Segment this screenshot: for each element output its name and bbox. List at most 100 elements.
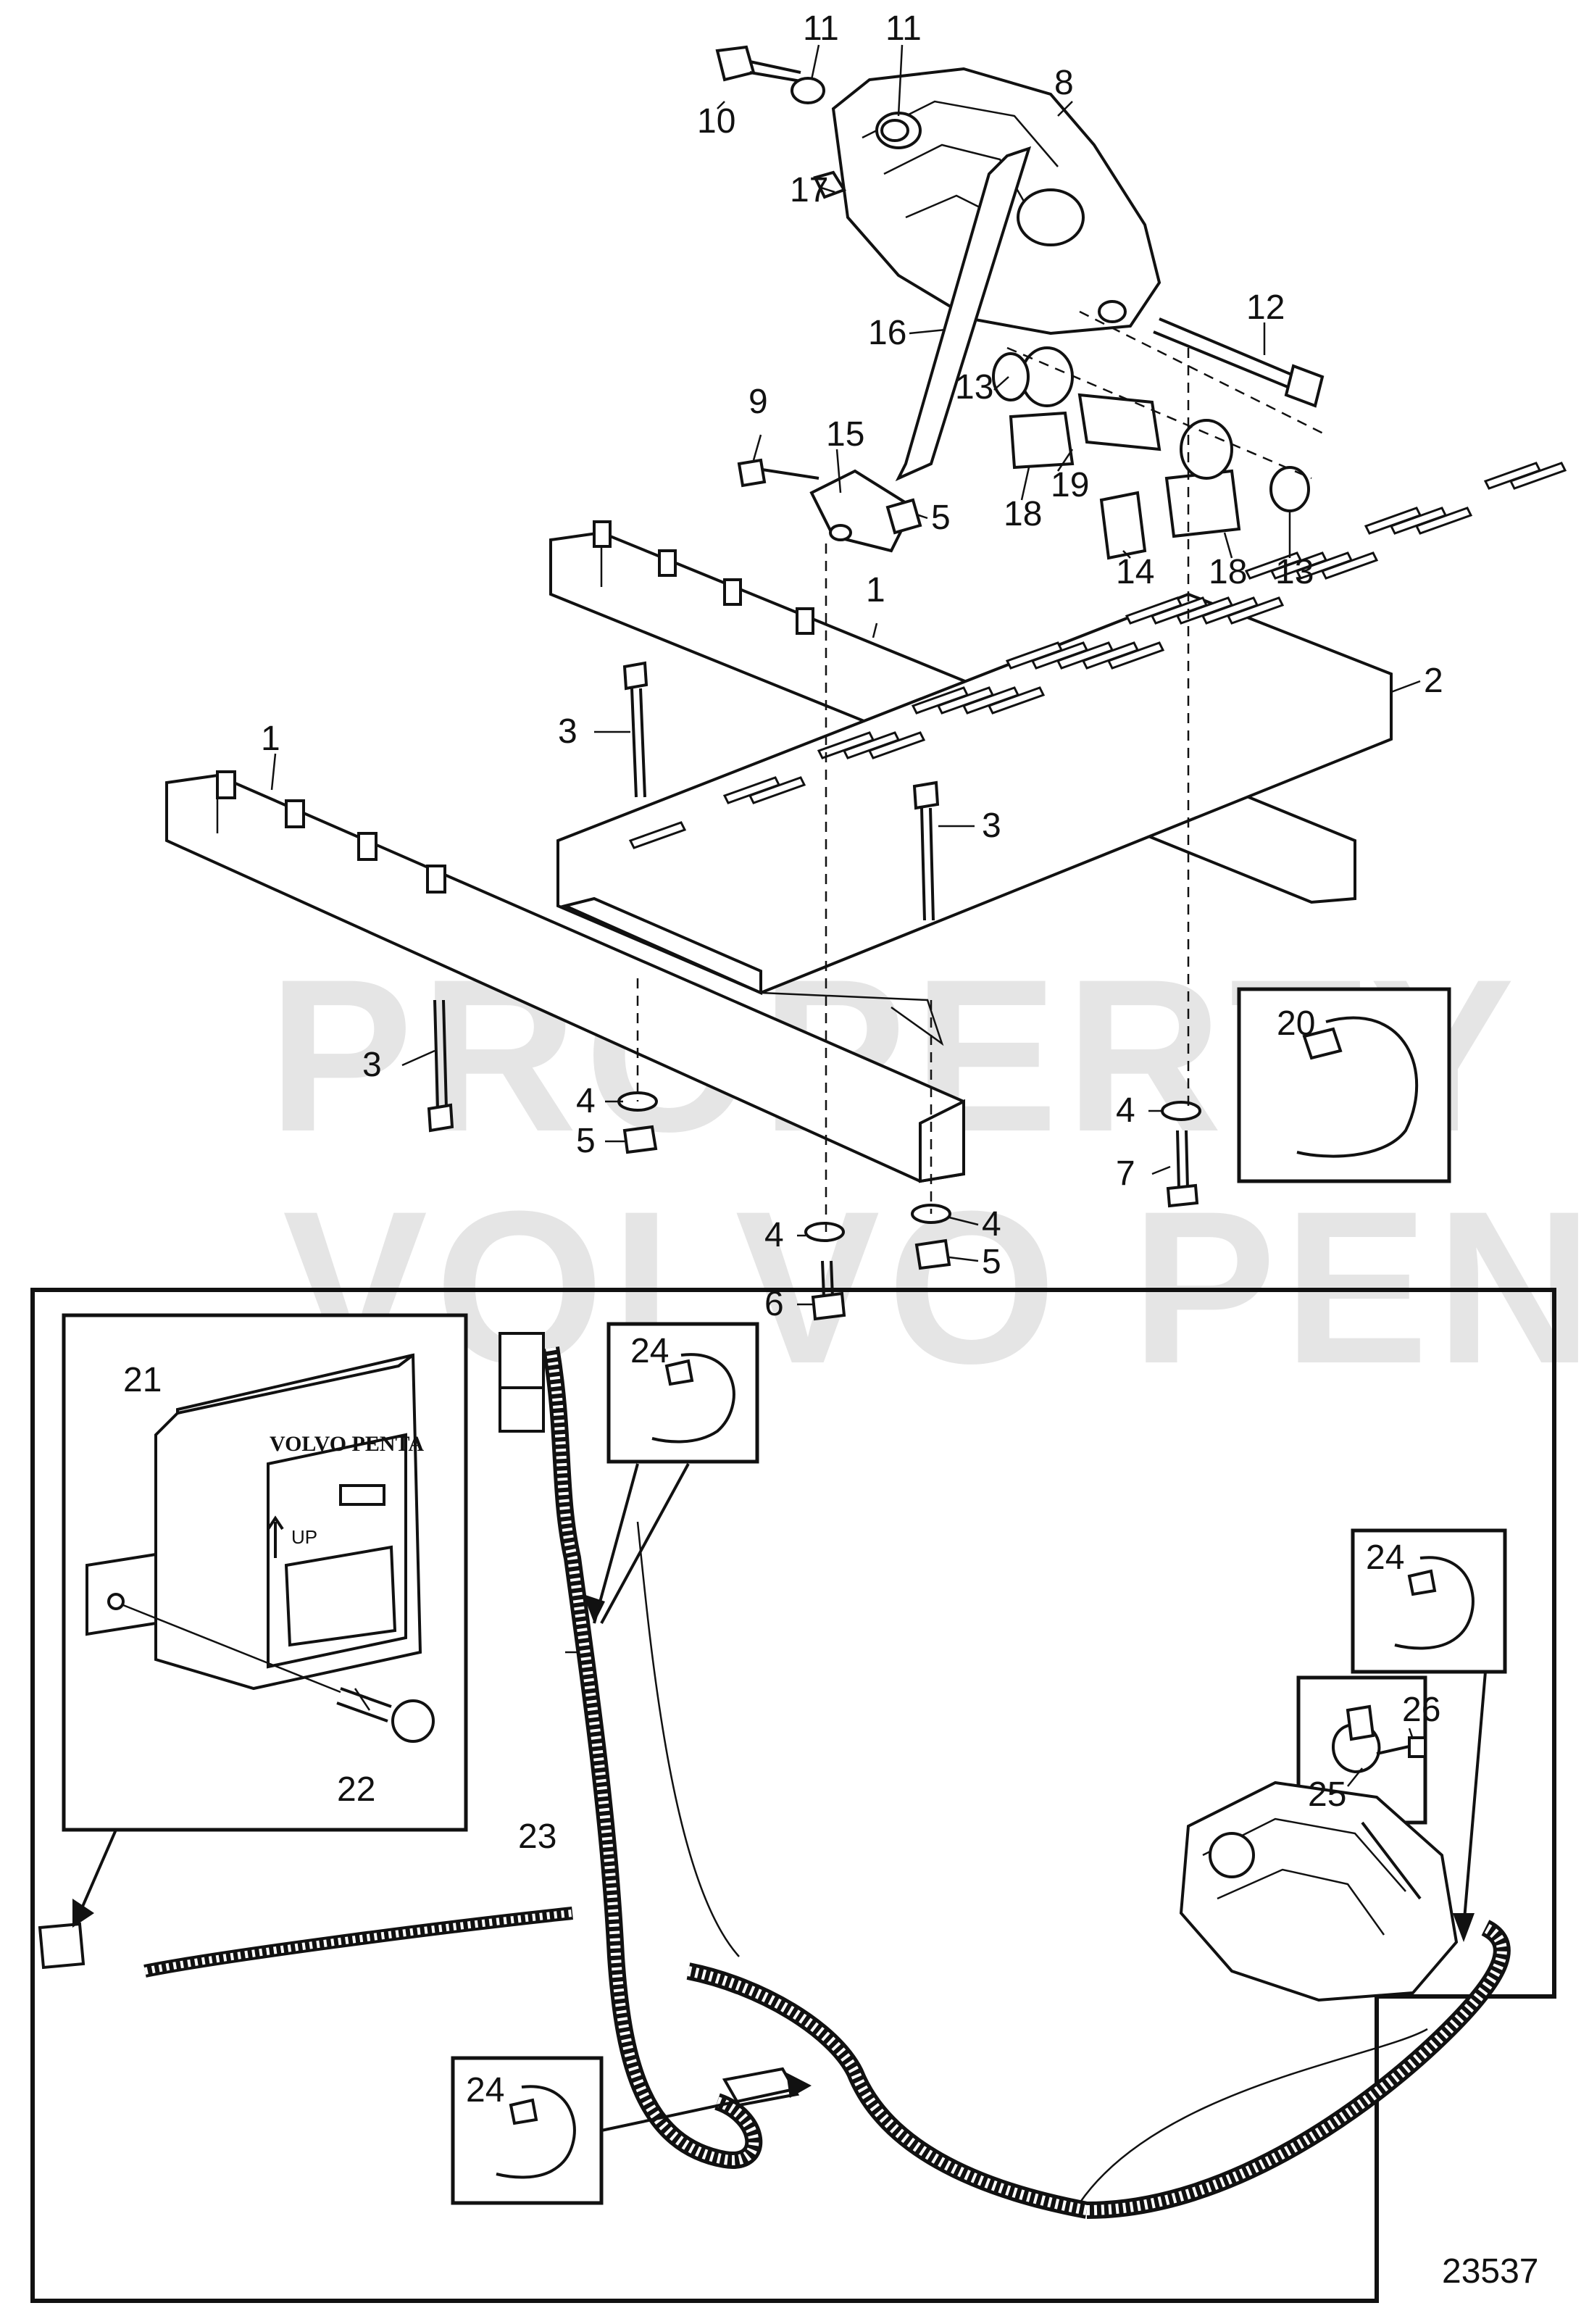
leader-lines bbox=[270, 44, 1421, 1787]
support-arm-16 bbox=[895, 146, 1032, 482]
pointer-arrows bbox=[72, 1463, 1487, 2132]
callout-10: 10 bbox=[697, 102, 735, 141]
alternator-harness bbox=[1179, 1781, 1459, 2002]
inset-24-upper bbox=[606, 1322, 759, 1464]
callout-14: 14 bbox=[1116, 553, 1154, 591]
platform-slot bbox=[1056, 641, 1114, 670]
callout-2: 2 bbox=[1424, 662, 1443, 700]
platform-slot bbox=[1030, 641, 1089, 670]
nut-5-top bbox=[885, 498, 922, 535]
platform-slot bbox=[842, 731, 901, 759]
platform-slots bbox=[628, 462, 1567, 849]
bolt-9 bbox=[737, 458, 819, 488]
bolt-3c bbox=[427, 999, 454, 1133]
nut-5a bbox=[622, 1125, 658, 1154]
bolt-7 bbox=[1166, 1130, 1199, 1208]
platform-slot bbox=[628, 821, 687, 849]
callout-21: 21 bbox=[123, 1361, 162, 1399]
platform-slot bbox=[1509, 462, 1567, 490]
callout-15: 15 bbox=[826, 415, 864, 454]
sleeve-19 bbox=[1077, 393, 1161, 451]
platform-slot bbox=[1414, 507, 1473, 535]
callout-4a: 4 bbox=[576, 1082, 596, 1120]
mount-block-18a bbox=[1009, 346, 1075, 470]
ecu-brand-label: VOLVO PENTA bbox=[270, 1432, 424, 1456]
platform-slot bbox=[1201, 596, 1259, 625]
bolt-12 bbox=[1153, 317, 1325, 408]
callout-19: 19 bbox=[1051, 466, 1089, 504]
callout-3c: 3 bbox=[362, 1046, 382, 1084]
callout-11a: 11 bbox=[803, 9, 839, 48]
washer-4d bbox=[1161, 1101, 1201, 1121]
callout-20: 20 bbox=[1277, 1004, 1315, 1043]
washer-11b bbox=[880, 119, 909, 142]
platform-slot bbox=[1320, 551, 1379, 580]
platform-slot bbox=[1175, 596, 1234, 625]
callout-13a: 13 bbox=[955, 368, 993, 407]
figure-number: 23537 bbox=[1442, 2252, 1538, 2291]
callout-4b: 4 bbox=[764, 1216, 784, 1254]
ecu-up-label: UP bbox=[291, 1526, 317, 1548]
callout-5a: 5 bbox=[576, 1122, 596, 1160]
callout-24-lower: 24 bbox=[466, 2071, 504, 2109]
platform-slot bbox=[1269, 551, 1328, 580]
callout-11b: 11 bbox=[885, 9, 922, 48]
platform-slot bbox=[1081, 641, 1140, 670]
callout-8: 8 bbox=[1054, 64, 1074, 102]
bolt-3a bbox=[622, 661, 648, 798]
washer-11a bbox=[791, 77, 825, 104]
platform-slot bbox=[987, 686, 1046, 715]
callout-3a: 3 bbox=[558, 712, 577, 751]
callout-9: 9 bbox=[748, 383, 768, 421]
callout-23: 23 bbox=[518, 1817, 556, 1856]
platform-slot bbox=[911, 686, 969, 715]
platform-slot bbox=[1295, 551, 1354, 580]
callout-18a: 18 bbox=[1004, 495, 1042, 533]
callout-26: 26 bbox=[1402, 1691, 1440, 1729]
nut-5b bbox=[914, 1238, 951, 1270]
callout-13b: 13 bbox=[1275, 553, 1314, 591]
assembly-lines-lower bbox=[636, 348, 1190, 1232]
platform-slot bbox=[1125, 596, 1183, 625]
callout-5-top: 5 bbox=[931, 499, 951, 537]
bolt-10 bbox=[715, 45, 801, 83]
inset-24-lower bbox=[451, 2056, 604, 2205]
platform-slot bbox=[936, 686, 995, 715]
inset-24-right bbox=[1351, 1528, 1507, 1674]
callout-24-upper: 24 bbox=[630, 1332, 669, 1370]
platform-slot bbox=[867, 731, 926, 759]
callout-24-right: 24 bbox=[1366, 1538, 1404, 1577]
screw-22 bbox=[336, 1687, 435, 1743]
callout-22: 22 bbox=[337, 1770, 375, 1809]
callout-labels: 11 11 10 8 1 7 12 16 13 9 15 19 5 18 14 1… bbox=[123, 9, 1538, 2291]
callout-12: 12 bbox=[1246, 288, 1285, 327]
platform-slot bbox=[817, 731, 875, 759]
callout-4d: 4 bbox=[1116, 1091, 1135, 1130]
washer-13a bbox=[992, 352, 1030, 401]
platform-slot bbox=[1226, 596, 1285, 625]
platform-slot bbox=[1483, 462, 1542, 490]
callout-4c: 4 bbox=[982, 1205, 1001, 1244]
callout-5b: 5 bbox=[982, 1243, 1001, 1281]
platform-slot bbox=[1244, 551, 1303, 580]
platform-slot bbox=[1150, 596, 1209, 625]
assembly-line-upper bbox=[1006, 310, 1327, 480]
platform-slot bbox=[1106, 641, 1165, 670]
callout-1-back: 1 bbox=[866, 571, 885, 609]
mount-block-18b bbox=[1164, 419, 1241, 538]
platform-slot bbox=[1005, 641, 1064, 670]
harness-23 bbox=[38, 1332, 1511, 2219]
callout-16: 16 bbox=[868, 314, 906, 352]
rail-1-front bbox=[165, 770, 965, 1183]
callout-3b: 3 bbox=[982, 807, 1001, 845]
bushing-14 bbox=[1099, 491, 1147, 560]
bolt-6 bbox=[811, 1260, 846, 1321]
watermark-line-2: VOLVO PENTA bbox=[283, 1165, 1589, 1409]
callout-7: 7 bbox=[1116, 1154, 1135, 1193]
platform-slot bbox=[722, 776, 781, 804]
platform-slot bbox=[1389, 507, 1448, 535]
callout-25: 25 bbox=[1308, 1775, 1346, 1814]
platform-slot bbox=[962, 686, 1020, 715]
callout-18b: 18 bbox=[1209, 553, 1247, 591]
inset-ecu: VOLVO PENTA UP bbox=[62, 1313, 468, 1832]
